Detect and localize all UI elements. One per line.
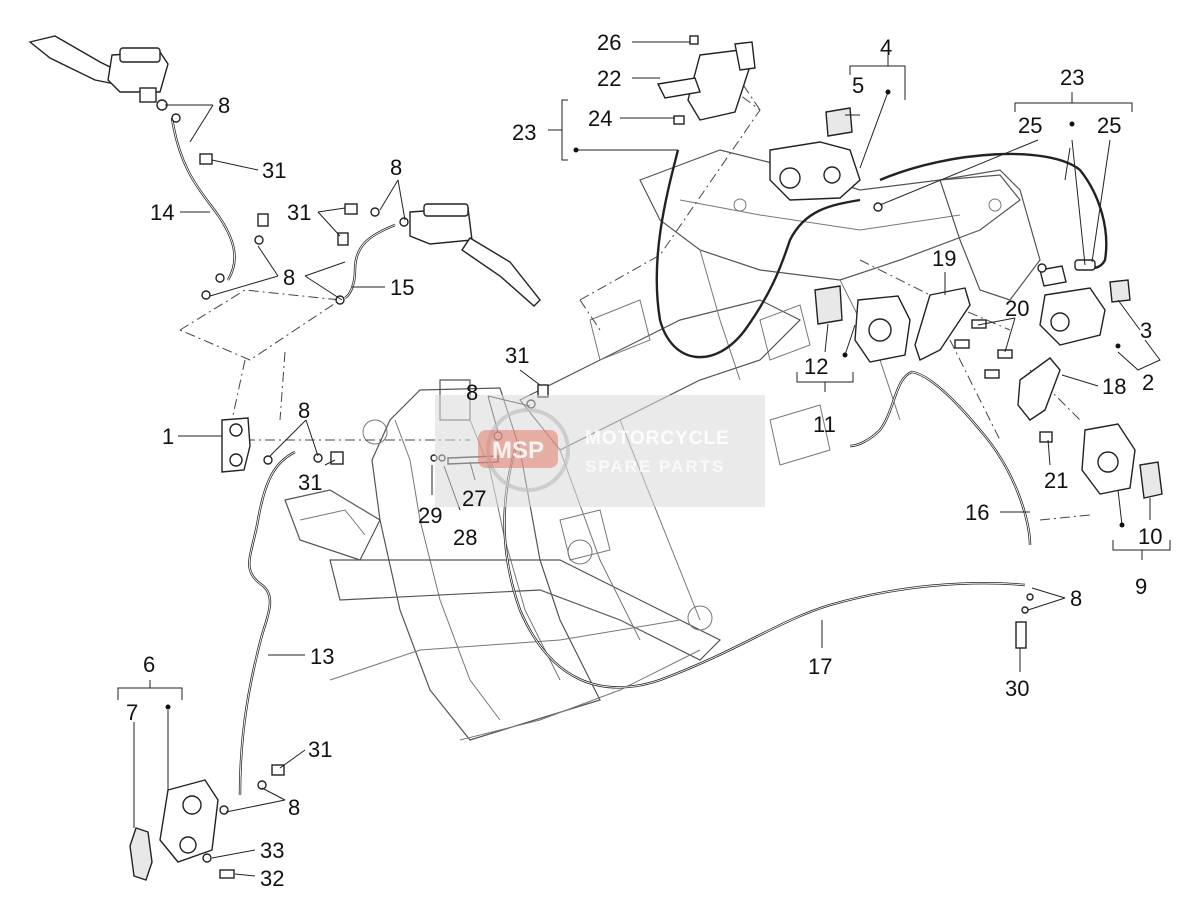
callout-31: 31 xyxy=(287,200,311,225)
callout-32: 32 xyxy=(260,866,284,891)
front-caliper xyxy=(129,779,219,881)
callout-31: 31 xyxy=(298,470,322,495)
callout-18: 18 xyxy=(1102,374,1126,399)
callout-8: 8 xyxy=(298,398,310,423)
brake-hoses xyxy=(170,117,1108,796)
callout-9: 9 xyxy=(1135,574,1147,599)
rear-caliper-lower xyxy=(1081,423,1163,499)
hose-junction xyxy=(221,417,251,473)
callout-25: 25 xyxy=(1097,113,1121,138)
callout-22: 22 xyxy=(597,66,621,91)
rear-brake-lever xyxy=(409,203,541,307)
caliper-bracket-18 xyxy=(1017,357,1061,421)
watermark: MSP MOTORCYCLE SPARE PARTS xyxy=(435,395,765,507)
callout-17: 17 xyxy=(808,654,832,679)
callout-8: 8 xyxy=(288,795,300,820)
watermark-badge: MSP xyxy=(492,437,544,464)
callout-numbers: 8 31 14 8 31 8 15 1 8 31 31 8 27 29 28 1… xyxy=(126,30,1162,891)
callout-8: 8 xyxy=(1070,586,1082,611)
callout-4: 4 xyxy=(880,35,892,60)
watermark-line2: SPARE PARTS xyxy=(585,457,725,476)
callout-10: 10 xyxy=(1138,524,1162,549)
callout-8: 8 xyxy=(218,93,230,118)
callout-8: 8 xyxy=(466,380,478,405)
callout-28: 28 xyxy=(453,525,477,550)
callout-26: 26 xyxy=(597,30,621,55)
leader-lines xyxy=(117,41,1171,877)
caliper-bracket-19 xyxy=(914,287,971,361)
callout-7: 7 xyxy=(126,700,138,725)
parking-caliper xyxy=(769,107,861,201)
front-brake-lever xyxy=(28,35,169,103)
callout-23: 23 xyxy=(1060,65,1084,90)
front-right-caliper xyxy=(814,285,911,363)
callout-16: 16 xyxy=(965,500,989,525)
callout-13: 13 xyxy=(310,644,334,669)
callout-2: 2 xyxy=(1142,370,1154,395)
rear-caliper-upper xyxy=(1039,265,1131,346)
callout-30: 30 xyxy=(1005,676,1029,701)
callout-31: 31 xyxy=(505,343,529,368)
callout-31: 31 xyxy=(308,737,332,762)
callout-14: 14 xyxy=(150,200,174,225)
callout-8: 8 xyxy=(390,155,402,180)
callout-5: 5 xyxy=(852,73,864,98)
callout-12: 12 xyxy=(804,354,828,379)
callout-19: 19 xyxy=(932,246,956,271)
parking-brake-handle xyxy=(656,41,756,121)
callout-3: 3 xyxy=(1140,318,1152,343)
callout-8: 8 xyxy=(283,265,295,290)
callout-25: 25 xyxy=(1018,113,1042,138)
callout-27: 27 xyxy=(462,486,486,511)
callout-6: 6 xyxy=(143,652,155,677)
callout-23: 23 xyxy=(512,120,536,145)
callout-1: 1 xyxy=(162,424,174,449)
callout-24: 24 xyxy=(588,106,612,131)
watermark-line1: MOTORCYCLE xyxy=(585,428,730,449)
callout-29: 29 xyxy=(418,503,442,528)
callout-11: 11 xyxy=(813,412,836,437)
callout-31: 31 xyxy=(262,158,286,183)
callout-15: 15 xyxy=(390,275,414,300)
callout-33: 33 xyxy=(260,838,284,863)
callout-20: 20 xyxy=(1005,296,1029,321)
callout-21: 21 xyxy=(1044,468,1068,493)
